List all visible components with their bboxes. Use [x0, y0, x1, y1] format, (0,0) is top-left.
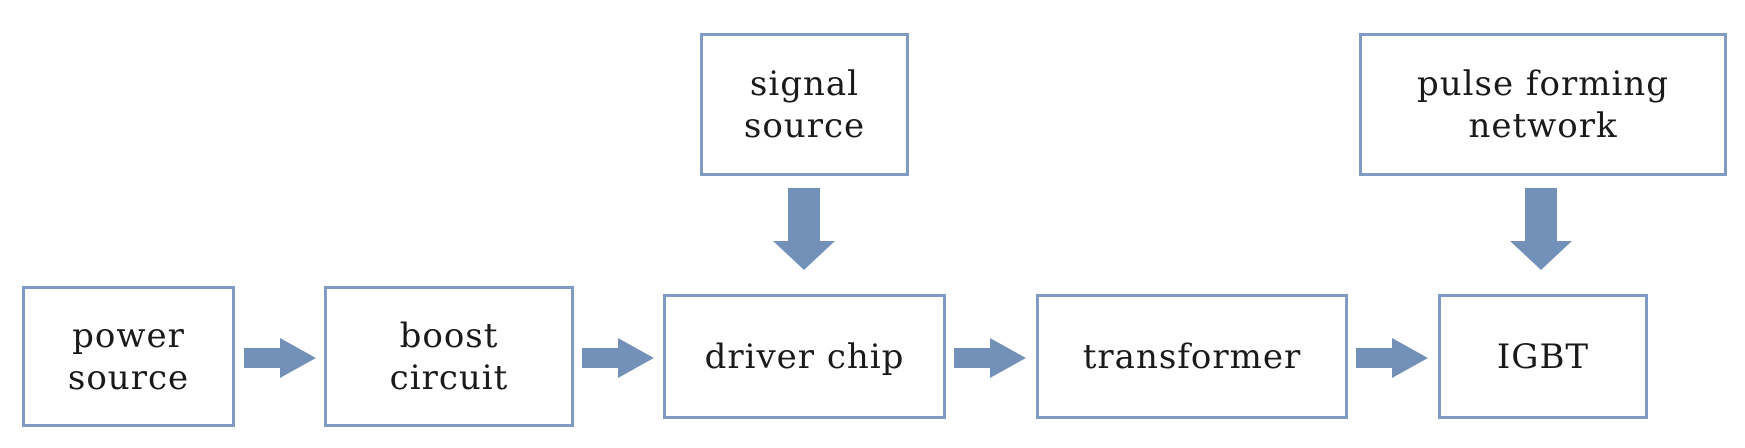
arrow-power-to-boost	[244, 338, 316, 378]
boost-circuit-label: boost circuit	[389, 315, 509, 398]
power-source-block: power source	[22, 286, 235, 427]
driver-chip-block: driver chip	[663, 294, 946, 419]
driver-chip-label: driver chip	[704, 336, 905, 377]
transformer-block: transformer	[1036, 294, 1348, 419]
arrow-pfn-to-igbt	[1510, 188, 1572, 270]
transformer-label: transformer	[1082, 336, 1302, 377]
igbt-label: IGBT	[1496, 336, 1590, 377]
arrow-driver-to-transformer	[954, 338, 1026, 378]
signal-source-label: signal source	[743, 63, 866, 146]
arrow-transformer-to-igbt	[1356, 338, 1428, 378]
igbt-block: IGBT	[1438, 294, 1648, 419]
arrow-boost-to-driver	[582, 338, 654, 378]
pulse-forming-network-block: pulse forming network	[1359, 33, 1727, 176]
signal-source-block: signal source	[700, 33, 909, 176]
pulse-forming-network-label: pulse forming network	[1417, 63, 1669, 146]
boost-circuit-block: boost circuit	[324, 286, 574, 427]
arrow-signal-to-driver	[773, 188, 835, 270]
power-source-label: power source	[67, 315, 190, 398]
